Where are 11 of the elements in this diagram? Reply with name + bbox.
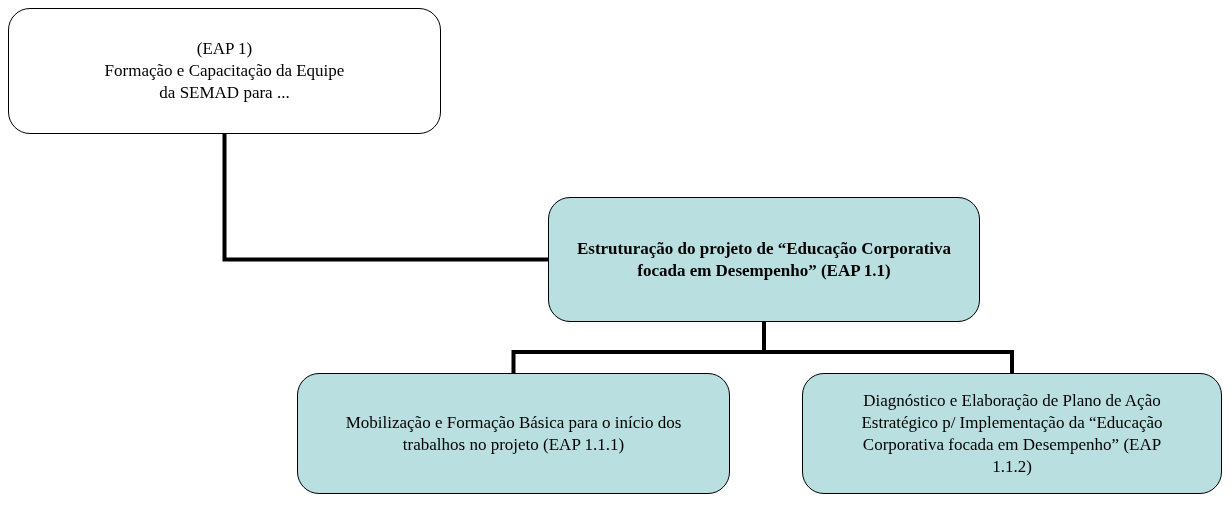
box-text: Diagnóstico e Elaboração de Plano de Ação Estratégico p/ Implementação da “Educação Corporativa focada em Desempenho” (EAP 1.1.2) — [860, 389, 1164, 478]
rounded-box — [802, 373, 1222, 494]
box-text: Mobilização e Formação Básica para o início dos trabalhos no projeto (EAP 1.1.1) — [344, 411, 683, 456]
box-text: Estruturação do projeto de “Educação Corporativa focada em Desempenho” (EAP 1.1) — [575, 237, 953, 282]
box-text: Formação e Capacitação da Equipe da SEMAD para ... — [103, 60, 346, 104]
rounded-box — [548, 197, 980, 322]
connector-line — [762, 322, 1014, 373]
connector-line — [222, 134, 548, 262]
rounded-box — [8, 8, 441, 134]
box-text: (EAP 1) — [196, 38, 253, 60]
rounded-box — [297, 373, 730, 494]
